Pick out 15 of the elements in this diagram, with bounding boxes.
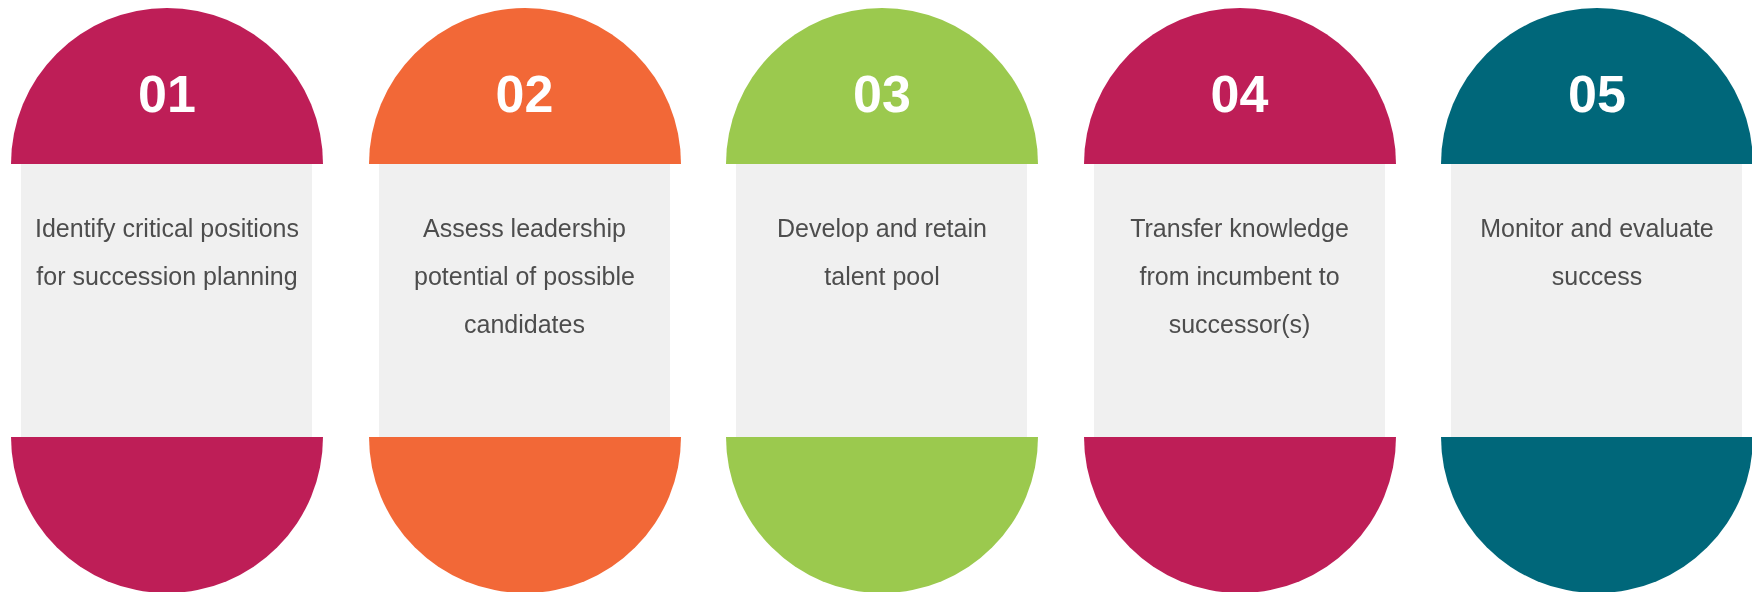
step-description: Transfer knowledge from incumbent to successor(s) — [1129, 213, 1350, 340]
step-number: 03 — [852, 64, 912, 125]
step-description: Identify critical positions for succession planning — [35, 213, 299, 292]
step-pill — [726, 8, 1038, 592]
step-description: Assess leadership potential of possible candidates — [413, 213, 636, 340]
step-pill — [1441, 8, 1752, 592]
step-description: Develop and retain talent pool — [776, 213, 988, 292]
step-number: 01 — [137, 64, 197, 125]
step-number: 05 — [1567, 64, 1627, 125]
step-description: Monitor and evaluate success — [1479, 213, 1715, 292]
step-pill — [1083, 8, 1396, 592]
step-number: 04 — [1209, 64, 1270, 125]
step-pill — [368, 8, 681, 592]
step-number: 02 — [494, 64, 555, 125]
step-pill — [11, 8, 323, 592]
